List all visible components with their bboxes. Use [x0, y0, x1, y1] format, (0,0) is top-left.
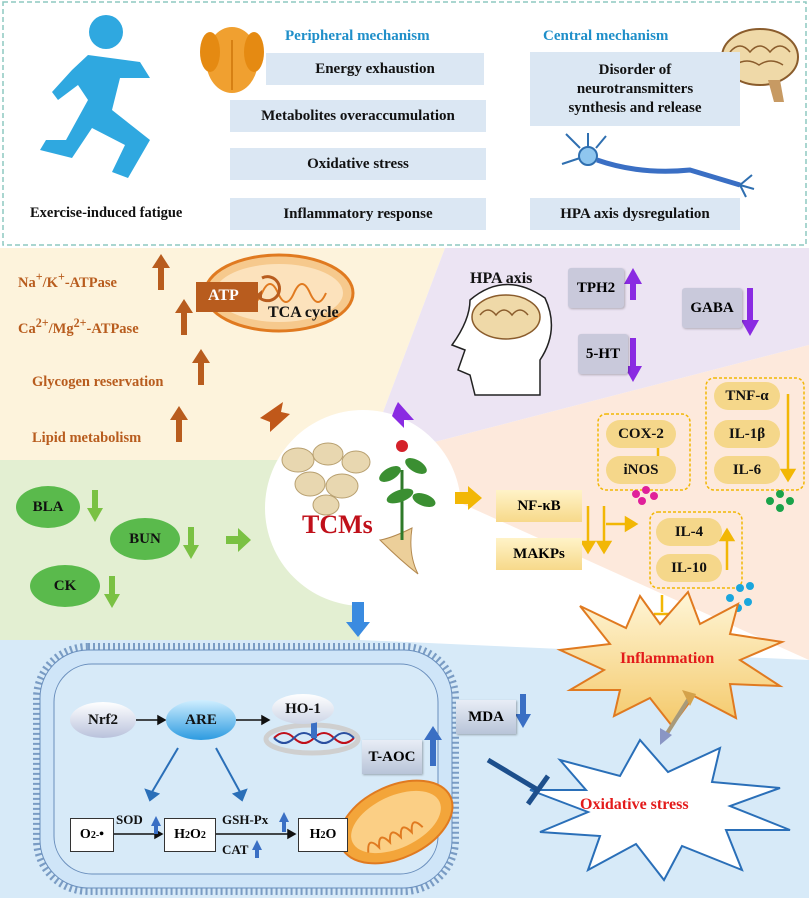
cat-label: CAT [222, 842, 249, 857]
neuron-icon [561, 133, 755, 198]
central-title: Central mechanism [543, 28, 669, 44]
pathway-arrows [112, 714, 297, 840]
peripheral-title: Peripheral mechanism [285, 28, 430, 44]
tca-label: TCA cycle [268, 304, 339, 321]
tcm-label: TCMs [302, 510, 373, 539]
makps-box: MAKPs [496, 538, 582, 570]
energy-up-arrows [152, 254, 210, 442]
cox2-pill: COX-2 [606, 420, 676, 448]
peripheral-item-metabolites: Metabolites overaccumulation [230, 100, 486, 132]
il6-pill: IL-6 [714, 456, 780, 484]
atp-badge [196, 282, 258, 312]
nfkb-box: NF-κB [496, 490, 582, 522]
energy-item-glycogen: Glycogen reservation [32, 374, 164, 390]
are-oval: ARE [166, 700, 236, 740]
il1b-pill: IL-1β [714, 420, 780, 448]
herb-slices-icon [281, 442, 371, 516]
arrow-to-inflammation [455, 486, 482, 510]
ht-box: 5-HT [578, 334, 628, 374]
oxidative-burst-label: Oxidative stress [580, 796, 689, 813]
il4-pill: IL-4 [656, 518, 722, 546]
atp-label: ATP [208, 287, 239, 304]
central-item-neurotransmitters: Disorder of neurotransmitters synthesis … [530, 52, 740, 126]
gshpx-label: GSH-Px [222, 812, 269, 827]
oxidative-burst [529, 738, 791, 882]
energy-item-na-k: Na+/K+-ATPase [18, 270, 117, 291]
sod-label: SOD [116, 812, 143, 827]
double-arrow [664, 698, 690, 737]
energy-item-ca-mg: Ca2+/Mg2+-ATPase [18, 316, 139, 337]
inflammation-burst-label: Inflammation [620, 650, 715, 667]
ck-oval: CK [30, 565, 100, 607]
cox-group [597, 413, 691, 491]
tph2-up-arrow [624, 268, 642, 300]
torso-icon [200, 27, 264, 93]
arrow-to-metabolites [226, 528, 251, 552]
peripheral-item-energy: Energy exhaustion [266, 53, 484, 85]
tcm-circle [265, 410, 461, 606]
runner-icon [40, 15, 150, 178]
bla-oval: BLA [16, 486, 80, 528]
tph2-box: TPH2 [568, 268, 624, 308]
hpa-axis-label: HPA axis [470, 270, 533, 287]
taoc-box: T-AOC [362, 740, 422, 774]
arrow-to-oxidative [346, 602, 370, 637]
inflammation-connectors [579, 394, 797, 616]
mda-box: MDA [456, 700, 516, 734]
runner-caption: Exercise-induced fatigue [30, 205, 183, 221]
arrow-to-central [392, 402, 414, 428]
inflammation-burst [556, 590, 786, 728]
peripheral-item-inflammatory: Inflammatory response [230, 198, 486, 230]
nrf2-oval: Nrf2 [70, 702, 136, 738]
inos-pill: iNOS [606, 456, 676, 484]
inhibitor-arrow [486, 757, 551, 806]
mitochondrion-oxidative [338, 779, 454, 865]
il10-pill: IL-10 [656, 554, 722, 582]
tnf-dots [766, 490, 794, 512]
mda-down-arrow [515, 694, 531, 728]
ht-down-arrow [624, 338, 642, 382]
gaba-box: GABA [682, 288, 742, 328]
bun-oval: BUN [110, 518, 180, 560]
arrow-to-energy [260, 402, 290, 432]
gaba-down-arrow [741, 288, 759, 336]
metabolite-down-arrows [87, 490, 199, 608]
central-item-hpa: HPA axis dysregulation [530, 198, 740, 230]
il-group [649, 511, 743, 589]
head-icon [450, 283, 553, 396]
energy-item-lipid: Lipid metabolism [32, 430, 142, 446]
peripheral-item-oxidative: Oxidative stress [230, 148, 486, 180]
tnf-pill: TNF-α [714, 382, 780, 410]
brain-icon-top [721, 28, 799, 102]
ginseng-icon [378, 440, 436, 575]
tnf-group [705, 377, 805, 491]
are-arrows [144, 747, 248, 802]
cox-dots [632, 486, 658, 505]
ho1-oval: HO-1 [272, 694, 334, 724]
